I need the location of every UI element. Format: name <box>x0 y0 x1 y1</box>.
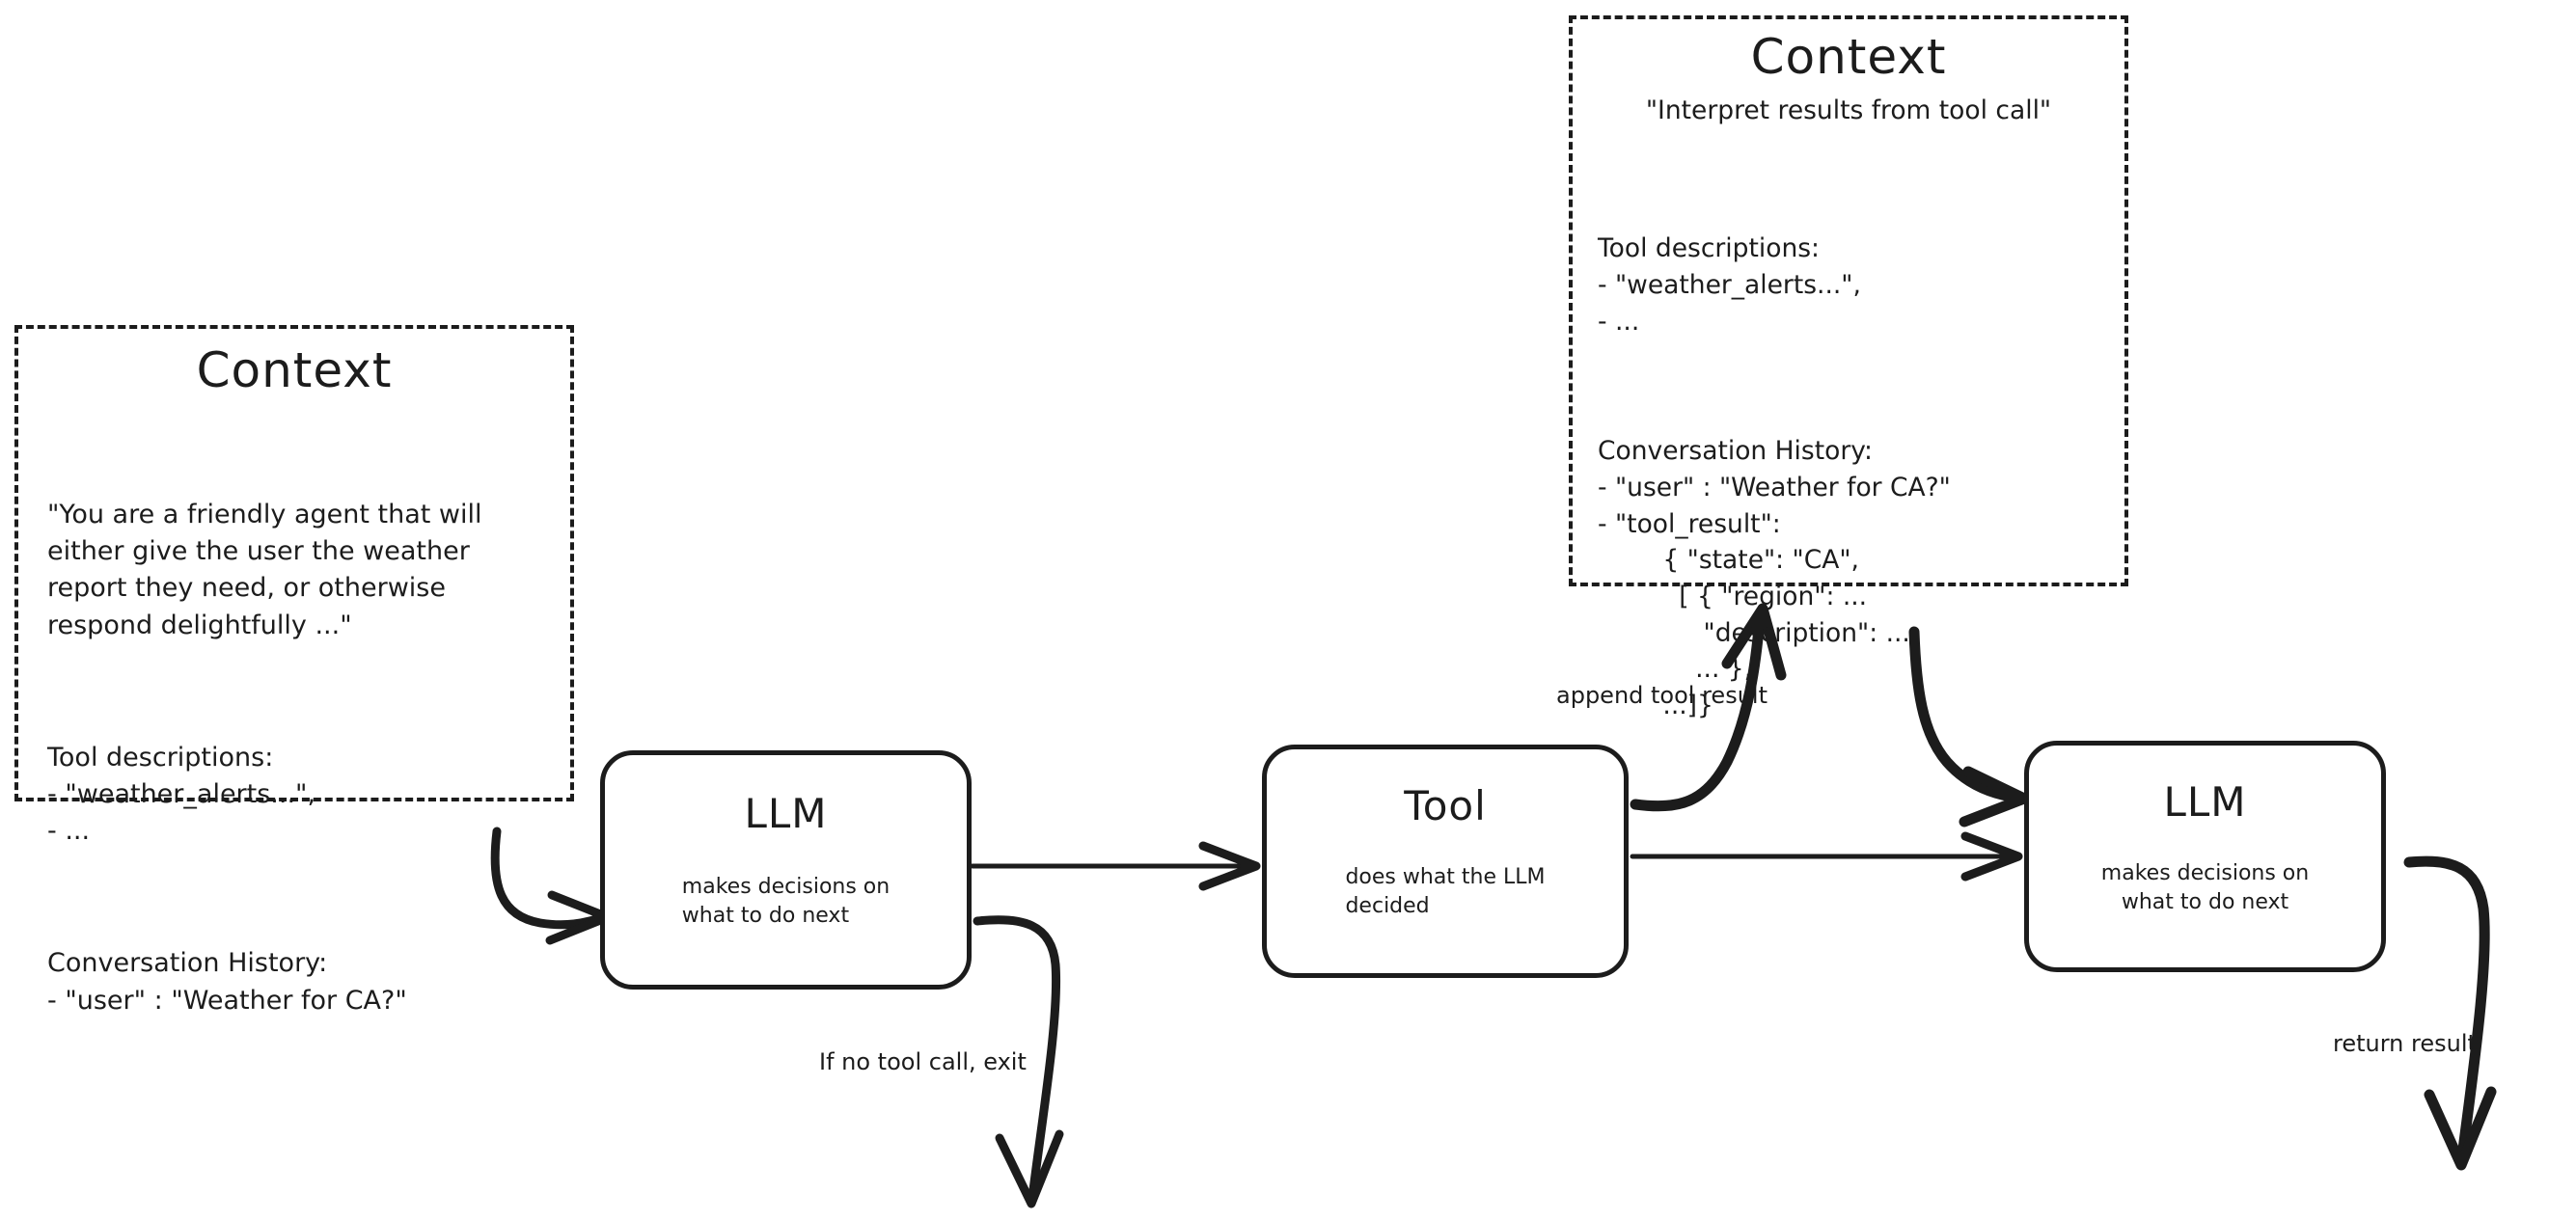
context-right-tool-descriptions-heading: Tool descriptions: <box>1598 233 1820 264</box>
context-right-conversation-tool-result: - "tool_result": { "state": "CA", [ { "r… <box>1598 508 1910 720</box>
node-llm-first-subtitle: makes decisions on what to do next <box>681 875 891 928</box>
context-right-conversation-heading: Conversation History: <box>1598 436 1873 467</box>
node-tool-subtitle: does what the LLM decided <box>1345 865 1546 918</box>
arrow-tool-to-llm2 <box>1630 831 2023 882</box>
context-right-body: Tool descriptions: - "weather_alerts..."… <box>1598 158 2099 797</box>
context-left-tool-descriptions-heading: Tool descriptions: <box>47 742 274 773</box>
context-left-conversation: Conversation History: - "user" : "Weathe… <box>47 945 541 1019</box>
edge-label-append-tool-result: append tool result <box>1556 682 1768 709</box>
context-left-body: "You are a friendly agent that will eith… <box>47 422 541 1094</box>
context-left-system-prompt: "You are a friendly agent that will eith… <box>47 499 491 640</box>
edge-label-return-result: return result <box>2333 1030 2477 1057</box>
context-left-conversation-items: - "user" : "Weather for CA?" <box>47 985 407 1016</box>
edge-label-if-no-tool-call-exit: If no tool call, exit <box>819 1048 1027 1075</box>
node-llm-first[interactable]: LLM makes decisions on what to do next <box>600 750 972 990</box>
context-left-conversation-heading: Conversation History: <box>47 948 328 979</box>
node-tool[interactable]: Tool does what the LLM decided <box>1262 745 1629 978</box>
node-llm-second-title: LLM <box>2163 778 2247 826</box>
context-box-left: Context "You are a friendly agent that w… <box>14 325 574 1016</box>
node-tool-title: Tool <box>1404 782 1487 829</box>
context-right-conversation-user: - "user" : "Weather for CA?" <box>1598 473 1951 502</box>
context-right-conversation: Conversation History: - "user" : "Weathe… <box>1598 433 2099 723</box>
context-right-heading: Context <box>1750 29 1947 85</box>
context-right-tool-descriptions-items: - "weather_alerts...", - ... <box>1598 269 1861 337</box>
arrow-llm2-return-result <box>2403 855 2497 1171</box>
context-right-system-prompt: "Interpret results from tool call" <box>1645 95 2052 125</box>
context-box-right: Context "Interpret results from tool cal… <box>1569 15 2128 720</box>
context-left-heading: Context <box>196 342 393 398</box>
node-llm-second-subtitle: makes decisions on what to do next <box>2100 861 2310 914</box>
node-llm-second[interactable]: LLM makes decisions on what to do next <box>2024 741 2386 972</box>
node-llm-first-title: LLM <box>744 790 828 837</box>
arrow-llm1-to-tool <box>970 841 1261 891</box>
context-left-tool-descriptions: Tool descriptions: - "weather_alerts..."… <box>47 740 541 851</box>
context-left-tool-descriptions-items: - "weather_alerts...", - ... <box>47 778 316 847</box>
context-right-tool-descriptions: Tool descriptions: - "weather_alerts..."… <box>1598 231 2099 339</box>
